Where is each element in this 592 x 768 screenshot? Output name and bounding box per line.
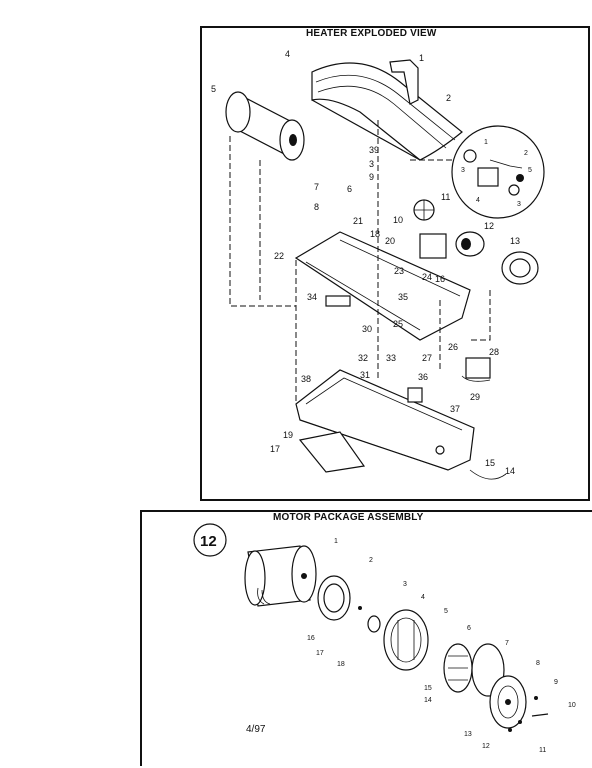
motor-ring: [317, 575, 351, 621]
heater-label: 7: [314, 182, 319, 192]
heater-label: 29: [470, 392, 480, 402]
heater-fuel-tank-cylinder: [225, 91, 305, 161]
motor-label: 10: [568, 702, 576, 709]
motor-part-labels: 1 2 3 4 5 6 7 8 9 10 11 12 13 14 15 16 1…: [307, 538, 576, 754]
motor-cover: [489, 675, 527, 729]
heater-label: 20: [385, 236, 395, 246]
badge-number: 12: [200, 533, 217, 550]
inset-label: 2: [524, 150, 528, 157]
heater-label: 11: [441, 192, 450, 202]
heater-label: 22: [274, 251, 284, 261]
motor-label: 1: [334, 538, 338, 545]
heater-label: 17: [270, 444, 280, 454]
motor-label: 2: [369, 557, 373, 564]
inset-detail-circle: [410, 125, 545, 219]
inset-part-labels: 1 2 3 3 4 5: [461, 139, 532, 208]
heater-label: 10: [393, 215, 403, 225]
heater-label: 6: [347, 184, 352, 194]
heater-label: 27: [422, 353, 432, 363]
heater-label: 32: [358, 353, 368, 363]
heater-label: 39: [369, 145, 379, 155]
heater-label: 21: [353, 216, 363, 226]
motor-label: 16: [307, 635, 315, 642]
heater-label: 2: [446, 93, 451, 103]
motor-label: 17: [316, 650, 324, 657]
heater-label: 37: [450, 404, 460, 414]
heater-label: 23: [394, 266, 404, 276]
inset-label: 3: [517, 201, 521, 208]
heater-label: 25: [393, 319, 403, 329]
heater-label: 38: [301, 374, 311, 384]
heater-label: 18: [370, 229, 380, 239]
motor-label: 3: [403, 581, 407, 588]
heater-exploded-view-title: HEATER EXPLODED VIEW: [306, 28, 437, 39]
heater-label: 19: [283, 430, 293, 440]
inset-label: 4: [476, 197, 480, 204]
motor-label: 7: [505, 640, 509, 647]
motor-small-parts: [358, 606, 381, 633]
heater-top-shell: [311, 59, 463, 161]
heater-label: 33: [386, 353, 396, 363]
motor-housing: [383, 609, 429, 671]
motor-label: 15: [424, 685, 432, 692]
motor-label: 18: [337, 661, 345, 668]
heater-label: 30: [362, 324, 372, 334]
heater-label: 8: [314, 202, 319, 212]
heater-label: 1: [419, 53, 424, 63]
motor-label: 9: [554, 679, 558, 686]
heater-label: 14: [505, 466, 515, 476]
heater-label: 9: [369, 172, 374, 182]
heater-label: 28: [489, 347, 499, 357]
heater-part-labels: 1 2 3 4 5 6 7 8 9 10 11 12 13 14 15 16 1…: [211, 49, 520, 476]
revision-date: 4/97: [246, 724, 266, 735]
motor-label: 14: [424, 697, 432, 704]
heater-base: [295, 369, 507, 480]
heater-label: 15: [485, 458, 495, 468]
motor-label: 13: [464, 731, 472, 738]
inset-label: 1: [484, 139, 488, 146]
motor-package-title: MOTOR PACKAGE ASSEMBLY: [273, 512, 424, 523]
heater-label: 26: [448, 342, 458, 352]
inset-label: 5: [528, 167, 532, 174]
motor-label: 6: [467, 625, 471, 632]
heater-label: 13: [510, 236, 520, 246]
heater-guide-lines: [229, 120, 491, 404]
motor-label: 8: [536, 660, 540, 667]
inset-label: 3: [461, 167, 465, 174]
heater-label: 31: [360, 370, 370, 380]
heater-chassis: [294, 199, 539, 382]
motor-screws: [508, 696, 549, 732]
heater-label: 36: [418, 372, 428, 382]
heater-label: 24: [422, 272, 432, 282]
heater-label: 3: [369, 159, 374, 169]
motor-package-badge: 12: [193, 523, 227, 557]
motor-body: [244, 545, 317, 607]
heater-label: 4: [285, 49, 290, 59]
motor-label: 12: [482, 743, 490, 750]
heater-label: 5: [211, 84, 216, 94]
motor-label: 11: [539, 747, 546, 754]
heater-label: 16: [435, 274, 445, 284]
motor-label: 5: [444, 608, 448, 615]
motor-label: 4: [421, 594, 425, 601]
heater-label: 34: [307, 292, 317, 302]
heater-label: 35: [398, 292, 408, 302]
heater-label: 12: [484, 221, 494, 231]
